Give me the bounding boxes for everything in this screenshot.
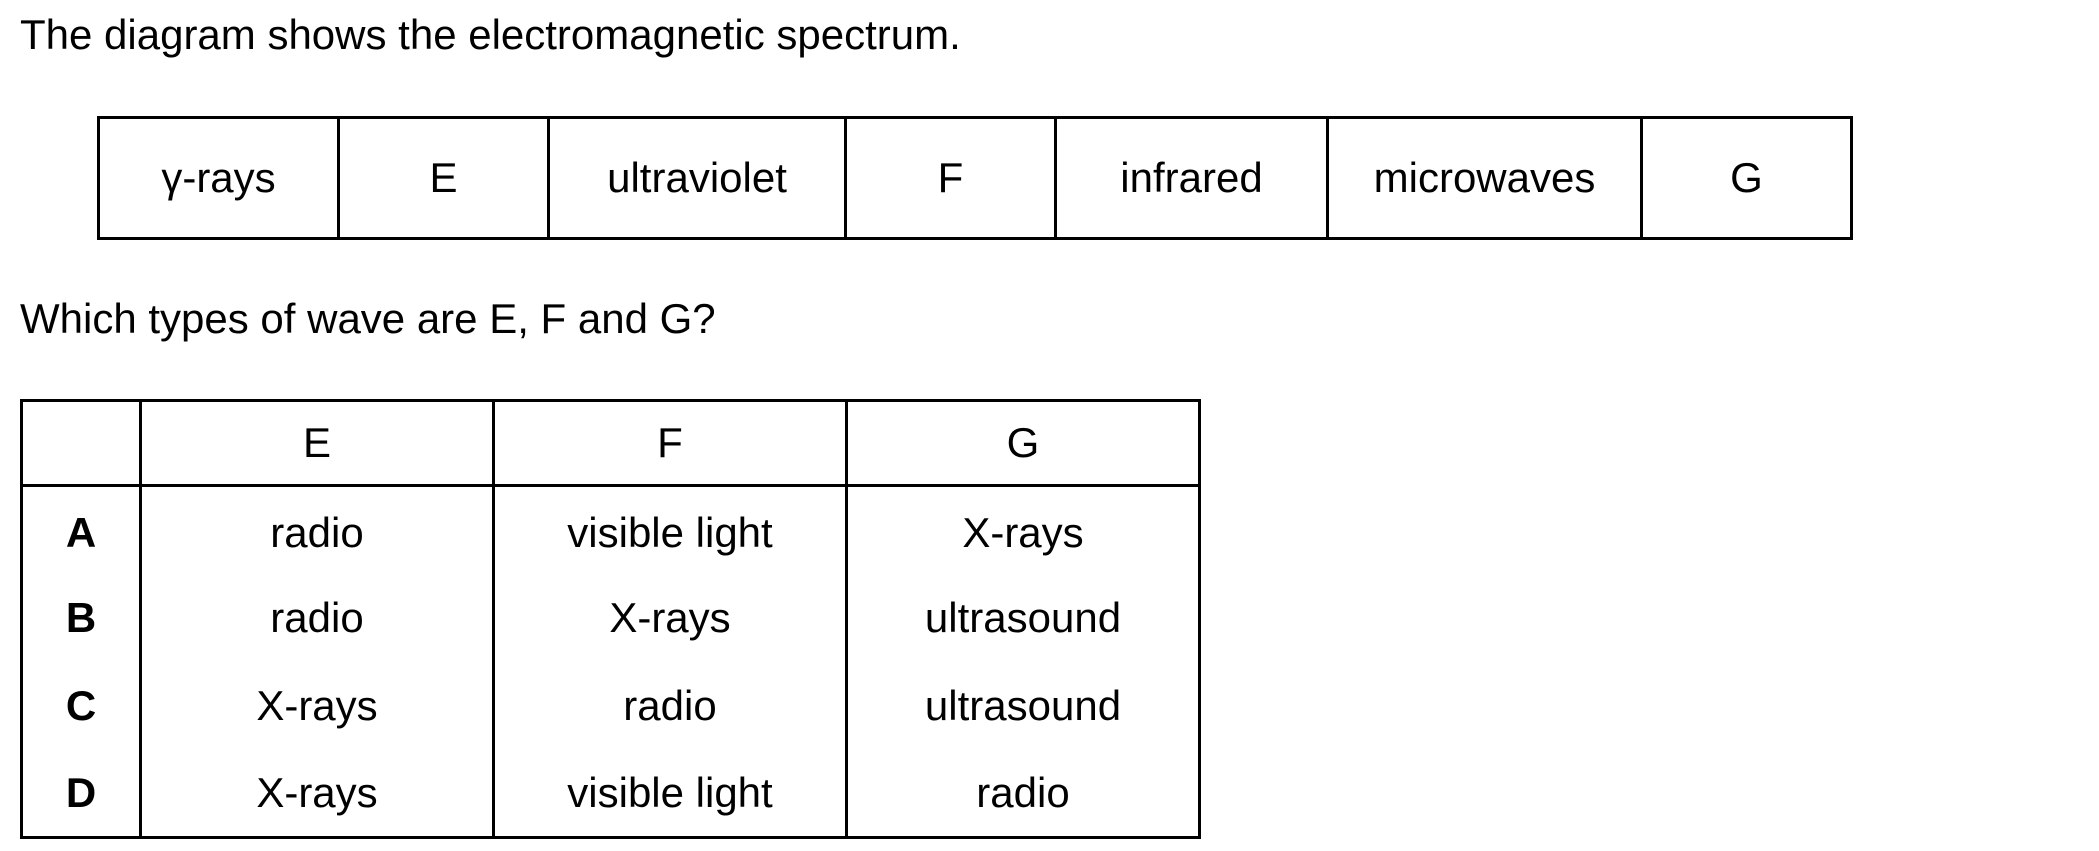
option-cell-f: visible light bbox=[492, 749, 848, 839]
spectrum-band-infrared: infrared bbox=[1054, 119, 1326, 237]
table-header-f: F bbox=[492, 399, 848, 487]
table-row[interactable]: D X-rays visible light radio bbox=[20, 749, 1201, 839]
spectrum-band-g: G bbox=[1640, 119, 1850, 237]
table-row[interactable]: B radio X-rays ultrasound bbox=[20, 573, 1201, 662]
option-letter: D bbox=[20, 749, 142, 839]
option-cell-e: radio bbox=[139, 573, 495, 662]
option-cell-e: radio bbox=[139, 485, 495, 574]
option-cell-f: visible light bbox=[492, 485, 848, 574]
option-letter: C bbox=[20, 661, 142, 750]
option-cell-g: ultrasound bbox=[845, 661, 1201, 750]
option-letter: B bbox=[20, 573, 142, 662]
table-row[interactable]: C X-rays radio ultrasound bbox=[20, 661, 1201, 750]
spectrum-band-f: F bbox=[844, 119, 1054, 237]
spectrum-diagram: γ-rays E ultraviolet F infrared microwav… bbox=[97, 116, 1853, 240]
option-cell-f: radio bbox=[492, 661, 848, 750]
option-cell-f: X-rays bbox=[492, 573, 848, 662]
option-cell-e: X-rays bbox=[139, 749, 495, 839]
option-letter: A bbox=[20, 485, 142, 574]
table-row[interactable]: A radio visible light X-rays bbox=[20, 485, 1201, 574]
spectrum-band-gamma-rays: γ-rays bbox=[161, 154, 276, 201]
question-text: Which types of wave are E, F and G? bbox=[20, 295, 716, 342]
option-cell-e: X-rays bbox=[139, 661, 495, 750]
option-cell-g: ultrasound bbox=[845, 573, 1201, 662]
spectrum-band-e: E bbox=[337, 119, 547, 237]
table-header-g: G bbox=[845, 399, 1201, 487]
spectrum-band-ultraviolet: ultraviolet bbox=[547, 119, 844, 237]
intro-text: The diagram shows the electromagnetic sp… bbox=[20, 11, 961, 58]
table-header-row: E F G bbox=[20, 399, 1201, 487]
table-header-e: E bbox=[139, 399, 495, 487]
spectrum-band-microwaves: microwaves bbox=[1326, 119, 1640, 237]
answer-options-table: E F G A radio visible light X-rays B rad… bbox=[20, 399, 1201, 839]
option-cell-g: X-rays bbox=[845, 485, 1201, 574]
table-header-corner bbox=[20, 399, 142, 487]
option-cell-g: radio bbox=[845, 749, 1201, 839]
